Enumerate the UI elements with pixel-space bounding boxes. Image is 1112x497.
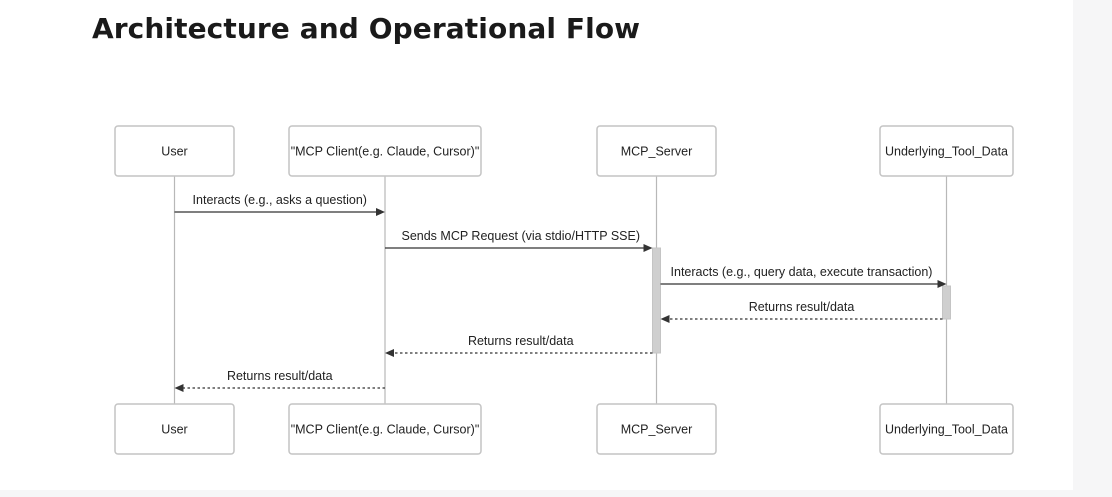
participant-label: MCP_Server	[621, 423, 693, 437]
diagram-canvas: Architecture and Operational Flow Intera…	[92, 12, 1014, 455]
message-label: Sends MCP Request (via stdio/HTTP SSE)	[401, 229, 640, 243]
participant-label: "MCP Client(e.g. Claude, Cursor)"	[291, 423, 480, 437]
message-2: Sends MCP Request (via stdio/HTTP SSE)	[385, 229, 653, 252]
participant-box-client-top: "MCP Client(e.g. Claude, Cursor)"	[288, 125, 482, 177]
activation-bar-tool	[942, 285, 951, 320]
participant-label: MCP_Server	[621, 145, 693, 159]
message-label: Interacts (e.g., query data, execute tra…	[671, 265, 933, 279]
message-label: Returns result/data	[749, 300, 855, 314]
message-label: Interacts (e.g., asks a question)	[193, 193, 367, 207]
message-label: Returns result/data	[227, 369, 333, 383]
participant-box-user-bottom: User	[114, 403, 235, 455]
participant-label: Underlying_Tool_Data	[885, 145, 1008, 159]
arrowhead	[643, 244, 653, 252]
arrowhead	[174, 384, 184, 392]
message-1: Interacts (e.g., asks a question)	[174, 193, 385, 216]
participant-box-user-top: User	[114, 125, 235, 177]
message-label: Returns result/data	[468, 334, 574, 348]
arrowhead	[660, 315, 670, 323]
message-3: Interacts (e.g., query data, execute tra…	[660, 265, 947, 288]
message-6: Returns result/data	[174, 369, 385, 392]
arrowhead	[385, 349, 394, 357]
activation-bar-server	[652, 247, 661, 354]
message-4: Returns result/data	[660, 300, 943, 323]
arrowhead	[937, 280, 947, 288]
participant-box-server-bottom: MCP_Server	[596, 403, 717, 455]
sequence-diagram: Interacts (e.g., asks a question) Sends M…	[114, 125, 1014, 455]
participant-box-tool-top: Underlying_Tool_Data	[879, 125, 1014, 177]
participant-label: User	[161, 423, 187, 437]
participant-label: Underlying_Tool_Data	[885, 423, 1008, 437]
message-5: Returns result/data	[385, 334, 653, 357]
arrowhead	[376, 208, 385, 216]
participant-label: User	[161, 145, 187, 159]
page-title: Architecture and Operational Flow	[92, 12, 641, 45]
participant-box-client-bottom: "MCP Client(e.g. Claude, Cursor)"	[288, 403, 482, 455]
participant-box-server-top: MCP_Server	[596, 125, 717, 177]
participant-label: "MCP Client(e.g. Claude, Cursor)"	[291, 145, 480, 159]
participant-box-tool-bottom: Underlying_Tool_Data	[879, 403, 1014, 455]
